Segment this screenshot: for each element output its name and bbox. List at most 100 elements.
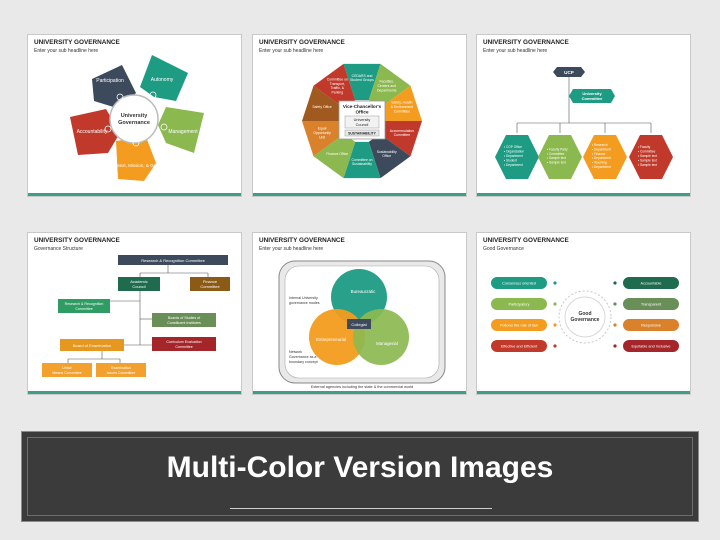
- chart-icon: [160, 123, 168, 131]
- decagon-segment: [313, 133, 356, 179]
- box-label: Academic: [130, 279, 148, 284]
- petal-label: Context, Mission, & Goals: [110, 163, 163, 168]
- box-label: Issues Committee: [107, 371, 136, 375]
- center-ring: [558, 290, 612, 344]
- connector-dot: [613, 323, 617, 327]
- accent-bar: [253, 391, 466, 394]
- petal-label: Autonomy: [151, 77, 174, 83]
- box-label: Board of Examination: [73, 343, 111, 348]
- box-label: Research & Recognition: [65, 302, 104, 306]
- right-item-label: Responsive: [641, 324, 661, 328]
- slide-subtitle: Governance Structure: [34, 246, 83, 252]
- box-label: Finance: [203, 279, 218, 284]
- slide-6-thumbnail[interactable]: UNIVERSITY GOVERNANCE Good Governance Go…: [476, 232, 691, 395]
- right-item-label: Transparent: [641, 303, 662, 307]
- banner-title: Multi-Color Version Images: [166, 451, 554, 484]
- box-label: Research & Recognition Committee: [141, 258, 205, 263]
- petal-management: [158, 107, 204, 153]
- accent-bar: [477, 193, 690, 196]
- decagon-segment: [302, 85, 345, 121]
- slide-subtitle: Enter your sub headline here: [259, 246, 324, 252]
- slide-5-thumbnail[interactable]: UNIVERSITY GOVERNANCE Enter your sub hea…: [252, 232, 467, 395]
- circle-label: Bureaucratic: [351, 289, 376, 294]
- connector-dot: [613, 344, 617, 348]
- right-item-label: Equitable and Inclusive: [631, 345, 670, 349]
- left-item-label: Participatory: [508, 303, 529, 307]
- boards-of-studies-box: [152, 313, 216, 327]
- right-item-pill: [623, 340, 679, 352]
- center-title-1: Vice-Chancellor's: [343, 104, 382, 109]
- box-label: Boards of Studies of: [168, 316, 200, 320]
- petal-diagram: University Governance Participation Auto…: [70, 55, 204, 181]
- university-committee-box: [569, 89, 615, 103]
- accent-bar: [28, 193, 241, 196]
- ucp-label: UCP: [564, 70, 574, 75]
- box-label: Unfair: [62, 366, 72, 370]
- box-label: Council: [132, 284, 145, 289]
- segment-label: Finance Office: [326, 152, 348, 156]
- connector-dot: [553, 323, 557, 327]
- slide-1-thumbnail[interactable]: UNIVERSITY GOVERNANCE Enter your sub hea…: [27, 34, 242, 197]
- petal-label: Management: [168, 129, 198, 135]
- slide-title: UNIVERSITY GOVERNANCE: [259, 237, 345, 244]
- board-of-examination-box: [60, 339, 124, 351]
- right-item-label: Accountable: [641, 282, 662, 286]
- petal-label: Participation: [96, 78, 124, 84]
- decagon-segment: [313, 63, 356, 109]
- decagon-segment: [343, 141, 381, 179]
- center-line-1: Good: [578, 311, 591, 317]
- venn-diagram: Collegial Bureaucratic Entrepreneurial M…: [278, 260, 446, 389]
- slide-4-thumbnail[interactable]: UNIVERSITY GOVERNANCE Governance Structu…: [27, 232, 242, 395]
- circle-label: Entrepreneurial: [316, 337, 346, 342]
- connector-dot: [553, 344, 557, 348]
- hexagon: [583, 135, 627, 179]
- banner-underline: [230, 508, 492, 509]
- box-label: Curriculum Evaluation: [166, 340, 201, 344]
- left-item-label: Effective and Efficient: [501, 345, 538, 349]
- connector-dot: [613, 281, 617, 285]
- petal-accountability: [70, 109, 120, 155]
- box-label: Means Committee: [52, 371, 81, 375]
- slide-3-thumbnail[interactable]: UNIVERSITY GOVERNANCE Enter your sub hea…: [476, 34, 691, 197]
- left-item-pill: [491, 319, 547, 331]
- council-box: [344, 115, 380, 129]
- hexagon-text: • Faculty Party• Committee• Sample text•…: [547, 147, 568, 164]
- committee-line-2: Committee: [582, 96, 603, 101]
- finance-committee-box: [190, 277, 230, 291]
- center-circle: [109, 94, 159, 144]
- decagon-segment: [343, 63, 381, 101]
- slide-title: UNIVERSITY GOVERNANCE: [259, 39, 345, 46]
- decagon-segment: [302, 121, 345, 157]
- hexagon-text: • Faculty• Committee• Sample text• Sampl…: [638, 145, 657, 167]
- left-item-pill: [491, 298, 547, 310]
- curriculum-evaluation-box: [152, 337, 216, 351]
- council-line-1: University: [354, 118, 371, 122]
- people-icon: [116, 93, 124, 101]
- hexagon-org-chart: UCP University Committee • COP Office• O…: [495, 67, 673, 179]
- accent-bar: [253, 193, 466, 196]
- left-item-pill: [491, 340, 547, 352]
- connector-dot: [553, 281, 557, 285]
- right-item-pill: [623, 319, 679, 331]
- ucp-box: [553, 67, 585, 77]
- collegial-box: [347, 319, 371, 329]
- slide-2-thumbnail[interactable]: UNIVERSITY GOVERNANCE Enter your sub hea…: [252, 34, 467, 197]
- petal-autonomy: [140, 55, 188, 101]
- slide-title: UNIVERSITY GOVERNANCE: [34, 237, 120, 244]
- hexagon-text: • Research• Department• Finance• Departm…: [592, 143, 611, 169]
- accent-bar: [477, 391, 690, 394]
- hexagon: [538, 135, 582, 179]
- note-line: Network: [289, 350, 302, 354]
- decagon-segment: [368, 63, 411, 109]
- box-label: Committee: [75, 307, 92, 311]
- slide-subtitle: Enter your sub headline here: [259, 48, 324, 54]
- council-line-2: Council: [356, 123, 369, 127]
- box-label: Examination: [111, 366, 131, 370]
- segment-label: Safety Office: [312, 105, 331, 109]
- unfair-means-box: [42, 363, 92, 377]
